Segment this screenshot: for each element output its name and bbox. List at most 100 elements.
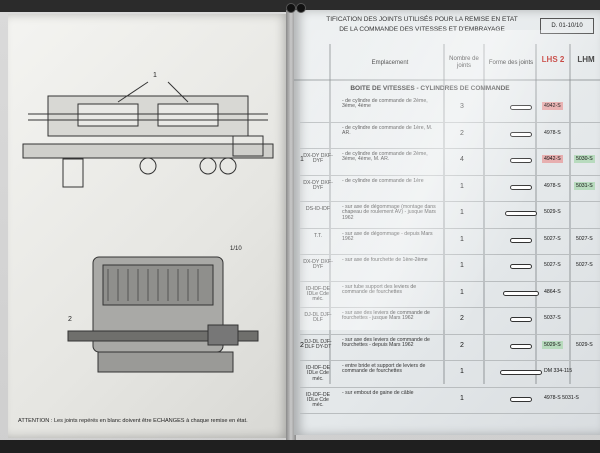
row-emplacement: - de cylindre de commande de 1ère, M. AR… (342, 124, 433, 136)
gasket-shape-icon (510, 158, 532, 163)
row-lhs2-part: 4978-S (544, 129, 561, 136)
right-page (294, 10, 600, 435)
row-lhm-part: 5027-S (576, 235, 593, 242)
row-lhs2-part: 4942-S (542, 155, 563, 163)
footer-note: ATTENTION : Les joints repérés en blanc … (18, 418, 248, 424)
gasket-shape-icon (510, 184, 532, 190)
row-count: 2 (460, 315, 464, 322)
row-emplacement: - sur axe des leviers de commande de fou… (342, 336, 430, 348)
gasket-shape-icon (503, 290, 539, 296)
row-emplacement: - sur axe des leviers de commande de fou… (342, 310, 430, 322)
table-row: ID-IDF-DE IDLe Cde méc. - entre bride et … (300, 360, 600, 388)
gasket-shape-icon (510, 237, 532, 243)
row-count: 1 (460, 209, 464, 216)
binder-ring-left (286, 3, 296, 13)
table-row: ID-IDF-DE IDLe Cde méc. - sur tube suppor… (300, 281, 600, 308)
row-model: DJ-DL DJF-DLF (304, 312, 332, 324)
row-model: DX-DY DXF-DYF (303, 259, 333, 271)
row-lhm-part: 5030-S (574, 155, 595, 163)
row-lhs2-part: 4978-S (544, 182, 561, 189)
gasket-shape-icon (510, 105, 532, 110)
row-count: 2 (460, 341, 464, 349)
row-emplacement: - sur axe de fourchette de 1ère-2ème (342, 257, 428, 263)
gasket-shape-icon (510, 131, 532, 137)
row-emplacement: - entre bride et support de leviers de c… (342, 363, 426, 375)
row-count: 1 (460, 368, 464, 375)
row-count: 1 (460, 394, 464, 402)
row-emplacement: - sur axe de dégommage - depuis Mars 196… (342, 230, 433, 242)
col-forme: Forme des joints (488, 60, 534, 66)
row-count: 3 (460, 103, 464, 110)
table-grid (294, 44, 600, 384)
table-row: - de cylindre de commande de 1ère, M. AR… (300, 122, 600, 149)
row-model: T.T. (313, 232, 323, 239)
row-lhs2-part: 5029-S (544, 209, 561, 215)
gasket-shape-icon (500, 370, 542, 375)
row-lhs2-part: 5027-S (544, 235, 561, 242)
row-lhs2-part: 5029-S (542, 340, 563, 349)
row-model: ID-IDF-DE IDLe Cde méc. (305, 365, 331, 382)
table-row: T.T. - sur axe de dégommage - depuis Mars… (300, 228, 600, 255)
table-row: DJ-DL DJF-DLF - sur axe des leviers de co… (300, 307, 600, 335)
row-lhs2-part: DM 334-115 (544, 368, 573, 374)
table-row: DX-DY DXF-DYF - sur axe de fourchette de … (300, 254, 600, 282)
row-model: DJ-DL DJF-DLF DY-DT (304, 338, 332, 350)
row-count: 1 (460, 262, 464, 269)
row-emplacement: - sur embout de gaine de câble (342, 389, 414, 396)
callout-2: 2 (68, 316, 72, 323)
row-emplacement: - de cylindre de commande de 2ème, 3ème,… (342, 151, 428, 163)
col-lhs2: LHS 2 (541, 55, 565, 64)
row-callout: 2 (300, 341, 304, 349)
section-title: BOITE DE VITESSES - CYLINDRES DE COMMAND… (350, 85, 510, 92)
row-lhs2-part: 5027-S (544, 262, 561, 268)
row-emplacement: - sur tube support des leviers de comman… (342, 283, 417, 295)
row-lhs2-part: 4978-S 5031-S (544, 394, 579, 401)
row-lhs2-part: 5037-S (544, 315, 561, 321)
left-page: 1 2 1/10 ATTENTION : Les jo (8, 14, 290, 438)
gasket-shape-icon (505, 211, 537, 216)
col-emplacement: Emplacement (371, 60, 409, 66)
table-row: ID-IDF-DE IDLe Cde méc. - sur embout de g… (300, 387, 600, 414)
row-count: 1 (460, 182, 464, 190)
row-model: ID-IDF-DE IDLe Cde méc. (305, 391, 331, 409)
gasket-shape-icon (510, 396, 532, 402)
row-count: 1 (460, 288, 464, 296)
table-title-line-1: TIFICATION DES JOINTS UTILISÉS POUR LA R… (326, 16, 518, 23)
gearbox-cross-section-drawing (22, 81, 274, 188)
row-emplacement: - sur axe de dégommage (montage dans cha… (342, 204, 436, 221)
gearbox-cover-drawing (67, 256, 259, 373)
table-row: - de cylindre de commande de 2ème, 3ème,… (300, 95, 600, 123)
row-count: 4 (460, 156, 464, 163)
binder-spine (286, 10, 296, 440)
gasket-shape-icon (510, 264, 532, 269)
doc-ref: D. 01-10/10 (540, 18, 594, 34)
row-model: DS-ID-IDF (305, 206, 331, 212)
col-nombre: Nombre de joints (449, 56, 479, 69)
gasket-shape-icon (510, 343, 532, 349)
row-model: ID-IDF-DE IDLe Cde méc. (305, 285, 331, 303)
table-row: DS-ID-IDF - sur axe de dégommage (montage… (300, 201, 600, 229)
row-emplacement: - de cylindre de commande de 1ère (342, 177, 424, 184)
gasket-shape-icon (510, 317, 532, 322)
row-lhs2-part: 4864-S (544, 288, 561, 295)
row-model: DX-DY DXF-DYF (303, 153, 333, 165)
row-lhm-part: 5029-S (576, 341, 593, 348)
row-model: DX-DY DXF-DYF (303, 179, 333, 191)
col-lhm: LHM (577, 55, 595, 64)
row-lhs2-part: 4942-S (542, 102, 563, 110)
row-lhm-part: 5031-S (574, 181, 595, 190)
row-emplacement: - de cylindre de commande de 2ème, 3ème,… (342, 98, 428, 110)
table-title-line-2: DE LA COMMANDE DES VITESSES ET D'EMBRAYA… (339, 26, 505, 33)
callout-1: 1 (153, 72, 157, 79)
row-count: 2 (460, 129, 464, 137)
row-lhm-part: 5027-S (576, 262, 593, 268)
table-row: DX-DY DXF-DYF - de cylindre de commande d… (300, 175, 600, 202)
binder-ring-right (296, 3, 306, 13)
row-callout: 1 (300, 156, 304, 163)
figure-ref: 1/10 (230, 246, 242, 252)
row-count: 1 (460, 235, 464, 243)
binder-frame-bottom (0, 440, 600, 453)
